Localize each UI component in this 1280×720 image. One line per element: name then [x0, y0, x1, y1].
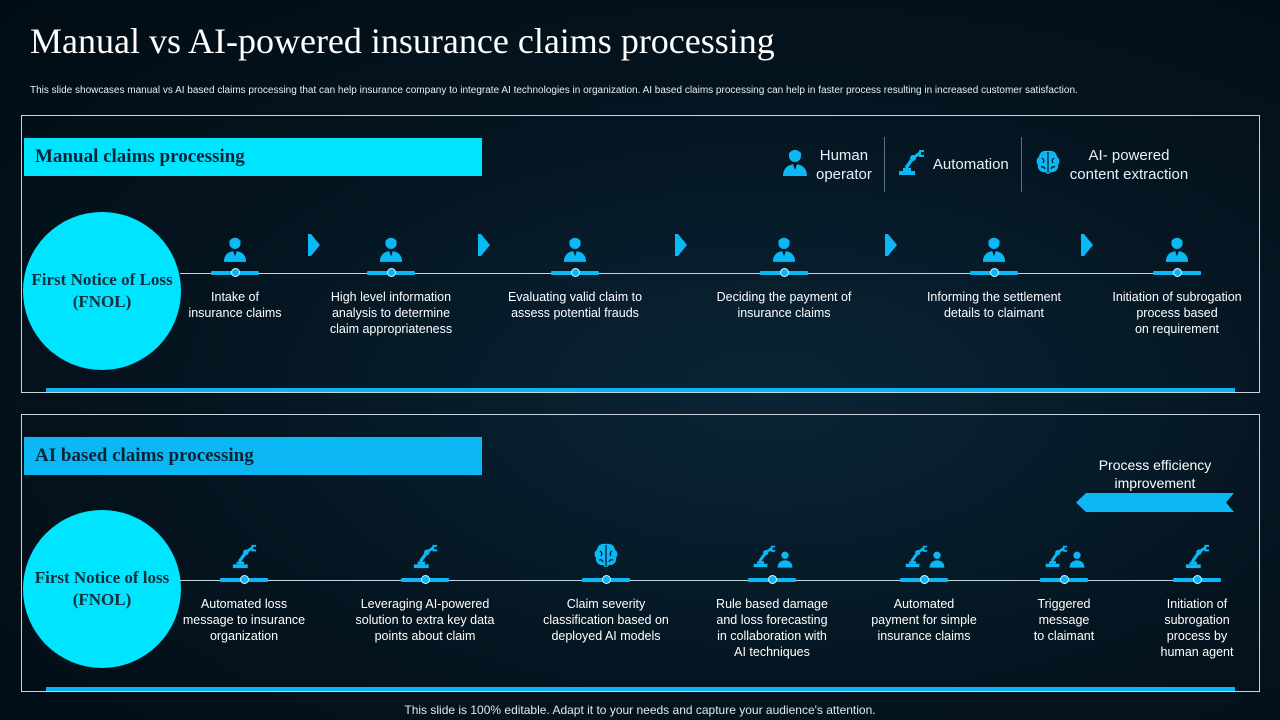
brain-icon	[592, 541, 620, 574]
timeline-node	[420, 575, 430, 584]
left-arrow-icon	[1076, 493, 1234, 512]
footer-note: This slide is 100% editable. Adapt it to…	[404, 703, 876, 717]
human-operator-icon	[379, 236, 403, 267]
ai-fnol-circle: First Notice of loss (FNOL)	[23, 510, 181, 668]
manual-step: Initiation of subrogation process based …	[1077, 233, 1277, 337]
human-operator-icon	[1069, 549, 1085, 574]
chevron-right-icon	[308, 234, 320, 256]
ai-step: Rule based damage and loss forecasting i…	[672, 540, 872, 660]
step-label: Leveraging AI-powered solution to extra …	[355, 597, 495, 643]
timeline-node	[239, 575, 249, 584]
step-label: Rule based damage and loss forecasting i…	[716, 597, 828, 659]
human-operator-icon	[772, 236, 796, 267]
robot-arm-icon	[897, 148, 925, 181]
step-label: Intake of insurance claims	[188, 290, 282, 320]
legend-item-automation: Automation	[885, 137, 1021, 192]
manual-header: Manual claims processing	[24, 138, 482, 176]
step-label: Claim severity classification based on d…	[543, 597, 669, 643]
timeline-node	[919, 575, 929, 584]
human-operator-icon	[777, 549, 793, 574]
human-operator-icon	[563, 236, 587, 267]
ai-step: Automated loss message to insurance orga…	[144, 540, 344, 644]
manual-fnol-circle: First Notice of Loss (FNOL)	[23, 212, 181, 370]
timeline-node	[386, 268, 396, 277]
manual-step: High level information analysis to deter…	[291, 233, 491, 337]
chevron-right-icon	[478, 234, 490, 256]
step-label: Initiation of subrogation process based …	[1112, 290, 1242, 336]
timeline-node	[570, 268, 580, 277]
timeline-node	[1059, 575, 1069, 584]
ai-step: Triggered message to claimant	[964, 540, 1164, 644]
manual-step: Intake of insurance claims	[135, 233, 335, 321]
manual-step: Informing the settlement details to clai…	[894, 233, 1094, 321]
step-label: Automated loss message to insurance orga…	[182, 597, 306, 643]
ai-header: AI based claims processing	[24, 437, 482, 475]
robot-arm-icon	[904, 543, 928, 574]
ai-step: Claim severity classification based on d…	[506, 540, 706, 644]
robot-arm-icon	[752, 543, 776, 574]
step-label: High level information analysis to deter…	[329, 290, 453, 336]
page-subtitle: This slide showcases manual vs AI based …	[30, 85, 1078, 96]
ai-step: Automated payment for simple insurance c…	[824, 540, 1024, 644]
legend-item-human-operator: Human operator	[770, 137, 884, 192]
legend: Human operator Automation AI- powered co…	[770, 137, 1200, 192]
robot-arm-icon	[412, 543, 438, 574]
robot-arm-icon	[231, 543, 257, 574]
human-operator-icon	[782, 148, 808, 181]
legend-item-ai-extraction: AI- powered content extraction	[1022, 137, 1200, 192]
ai-step: Initiation of subrogation process by hum…	[1097, 540, 1280, 660]
chevron-right-icon	[1081, 234, 1093, 256]
chevron-right-icon	[885, 234, 897, 256]
manual-panel: Manual claims processing	[21, 115, 1260, 393]
step-label: Automated payment for simple insurance c…	[871, 597, 977, 643]
efficiency-label: Process efficiency improvement	[1098, 457, 1212, 491]
human-operator-icon	[223, 236, 247, 267]
human-operator-icon	[929, 549, 945, 574]
human-operator-icon	[982, 236, 1006, 267]
timeline-node	[767, 575, 777, 584]
timeline-node	[779, 268, 789, 277]
manual-step: Evaluating valid claim to assess potenti…	[475, 233, 675, 321]
manual-panel-bar	[46, 388, 1235, 392]
manual-timeline-line	[180, 273, 1200, 274]
robot-arm-icon	[1184, 543, 1210, 574]
manual-step: Deciding the payment of insurance claims	[684, 233, 884, 321]
legend-label: Human operator	[816, 146, 872, 183]
page-title: Manual vs AI-powered insurance claims pr…	[30, 21, 775, 61]
legend-label: AI- powered content extraction	[1069, 146, 1189, 183]
ai-timeline-line	[180, 580, 1220, 581]
step-label: Initiation of subrogation process by hum…	[1160, 597, 1234, 659]
step-label: Informing the settlement details to clai…	[926, 290, 1062, 320]
timeline-node	[230, 268, 240, 277]
timeline-node	[989, 268, 999, 277]
brain-icon	[1034, 148, 1062, 181]
ai-panel-bar	[46, 687, 1235, 691]
ai-panel: AI based claims processing	[21, 414, 1260, 692]
timeline-node	[601, 575, 611, 584]
step-label: Triggered message to claimant	[1033, 597, 1095, 643]
chevron-right-icon	[675, 234, 687, 256]
timeline-node	[1172, 268, 1182, 277]
legend-label: Automation	[932, 156, 1009, 173]
step-label: Deciding the payment of insurance claims	[716, 290, 852, 320]
timeline-node	[1192, 575, 1202, 584]
legend-divider	[883, 137, 885, 192]
human-operator-icon	[1165, 236, 1189, 267]
step-label: Evaluating valid claim to assess potenti…	[507, 290, 643, 320]
ai-step: Leveraging AI-powered solution to extra …	[325, 540, 525, 644]
robot-arm-icon	[1044, 543, 1068, 574]
legend-divider	[1020, 137, 1022, 192]
